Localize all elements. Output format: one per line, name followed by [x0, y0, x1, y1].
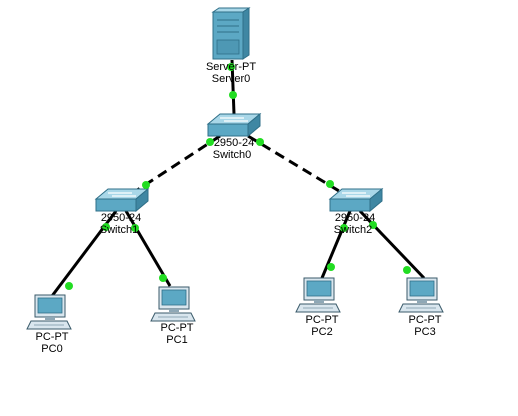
pc3-type-label: PC-PT [408, 314, 442, 326]
link-status-dot-pc0 [65, 282, 73, 290]
pc2-name-label: PC2 [311, 326, 333, 338]
link-status-dot-switch1 [142, 181, 150, 189]
link-status-dot-switch0 [229, 91, 237, 99]
switch1-type-label: 2950-24 [100, 212, 142, 224]
link-status-dot-server0 [227, 63, 235, 71]
switch0-name-label: Switch0 [212, 149, 252, 161]
link-status-dot-pc3 [403, 266, 411, 274]
pc-icon [150, 286, 196, 322]
switch-icon [328, 187, 384, 213]
link-status-dot-switch2 [369, 221, 377, 229]
link-status-dot-pc1 [159, 274, 167, 282]
pc1-device[interactable] [150, 286, 196, 322]
switch0-device[interactable] [206, 112, 262, 138]
link-status-dot-switch2 [340, 224, 348, 232]
links-layer [50, 59, 426, 297]
link-status-dot-pc2 [327, 263, 335, 271]
pc3-name-label: PC3 [414, 326, 436, 338]
pc-icon [398, 277, 444, 313]
switch-icon [94, 187, 150, 213]
devices-layer [26, 7, 444, 330]
link-switch0-switch2[interactable] [247, 134, 355, 202]
switch2-type-label: 2950-24 [334, 212, 376, 224]
switch1-device[interactable] [94, 187, 150, 213]
link-status-dot-switch2 [326, 180, 334, 188]
link-switch2-pc2[interactable] [320, 210, 352, 279]
pc0-type-label: PC-PT [35, 331, 69, 343]
pc-icon [295, 277, 341, 313]
switch0-type-label: 2950-24 [213, 137, 255, 149]
server0-device[interactable] [211, 7, 251, 60]
switch2-name-label: Switch2 [333, 224, 373, 236]
pc0-device[interactable] [26, 294, 72, 330]
server-icon [211, 7, 251, 60]
pc-icon [26, 294, 72, 330]
server0-type-label: Server-PT [205, 61, 257, 73]
link-status-dot-switch0 [206, 138, 214, 146]
link-status-dot-switch1 [102, 223, 110, 231]
server0-name-label: Server0 [211, 73, 251, 85]
link-status-dot-switch1 [131, 224, 139, 232]
link-switch1-pc1[interactable] [124, 210, 172, 287]
link-status-dot-switch0 [256, 138, 264, 146]
link-status-layer [65, 63, 411, 290]
switch1-name-label: Switch1 [99, 224, 139, 236]
pc0-name-label: PC0 [41, 343, 63, 355]
pc3-device[interactable] [398, 277, 444, 313]
pc1-type-label: PC-PT [160, 322, 194, 334]
pc2-type-label: PC-PT [305, 314, 339, 326]
pc2-device[interactable] [295, 277, 341, 313]
switch-icon [206, 112, 262, 138]
pc1-name-label: PC1 [166, 334, 188, 346]
switch2-device[interactable] [328, 187, 384, 213]
